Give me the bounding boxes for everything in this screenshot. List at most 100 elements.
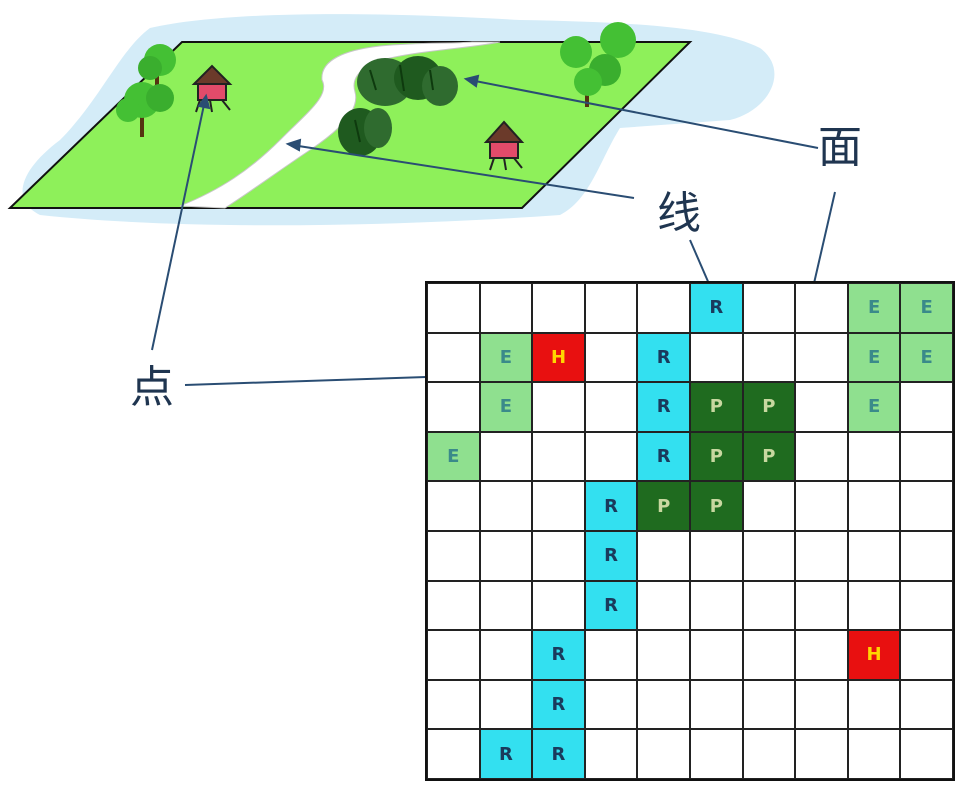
grid-cell-empty <box>689 679 743 730</box>
grid-cell-empty <box>479 431 533 482</box>
grid-cell-empty <box>742 580 796 631</box>
grid-cell-empty <box>847 481 901 531</box>
grid-cell-empty <box>847 729 901 779</box>
grid-cell-e: E <box>900 283 953 333</box>
grid-cell-e: E <box>479 332 533 383</box>
grid-cell-empty <box>847 431 901 482</box>
grid-cell-empty <box>427 630 480 680</box>
grid-cell-empty <box>584 630 638 680</box>
grid-cell-empty <box>584 729 638 779</box>
grid-cell-empty <box>900 630 953 680</box>
grid-cell-empty <box>427 729 480 779</box>
grid-cell-empty <box>900 431 953 482</box>
grid-cell-empty <box>742 481 796 531</box>
grid-cell-empty <box>742 630 796 680</box>
tree-group-left-icon <box>116 44 176 137</box>
grid-cell-empty <box>795 630 848 680</box>
grid-cell-empty <box>532 580 585 631</box>
grid-cell-empty <box>847 530 901 581</box>
grid-cell-empty <box>584 431 638 482</box>
grid-cell-empty <box>532 382 585 432</box>
grid-cell-empty <box>427 580 480 631</box>
grid-cell-empty <box>532 431 585 482</box>
leader-line-to-river <box>291 144 635 199</box>
grid-cell-empty <box>795 283 848 333</box>
grid-cell-empty <box>900 382 953 432</box>
forest-area-icon <box>338 56 458 156</box>
grid-cell-empty <box>795 382 848 432</box>
grid-cell-empty <box>742 332 796 383</box>
grid-cell-r: R <box>637 332 690 383</box>
grid-cell-empty <box>479 481 533 531</box>
grid-cell-empty <box>742 283 796 333</box>
grid-cell-r: R <box>584 580 638 631</box>
grid-cell-empty <box>795 679 848 730</box>
grid-cell-empty <box>427 530 480 581</box>
grid-cell-empty <box>479 283 533 333</box>
leader-area-to-forest <box>469 79 819 149</box>
grid-cell-empty <box>637 283 690 333</box>
grid-cell-empty <box>689 580 743 631</box>
grid-cell-empty <box>847 679 901 730</box>
grid-cell-empty <box>742 729 796 779</box>
grid-cell-empty <box>427 283 480 333</box>
grid-cell-e: E <box>479 382 533 432</box>
grid-cell-empty <box>479 630 533 680</box>
grid-cell-empty <box>637 729 690 779</box>
grid-cell-empty <box>637 630 690 680</box>
grid-cell-empty <box>532 530 585 581</box>
grid-cell-empty <box>795 530 848 581</box>
grid-cell-empty <box>584 283 638 333</box>
grid-cell-empty <box>427 382 480 432</box>
grid-cell-empty <box>795 729 848 779</box>
grid-cell-empty <box>900 580 953 631</box>
grid-cell-r: R <box>479 729 533 779</box>
grid-cell-empty <box>795 431 848 482</box>
grid-cell-empty <box>427 481 480 531</box>
grid-cell-e: E <box>847 332 901 383</box>
grid-cell-empty <box>742 679 796 730</box>
label-line: 线 <box>657 188 701 239</box>
grid-cell-empty <box>479 580 533 631</box>
grid-cell-r: R <box>637 382 690 432</box>
grid-cell-e: E <box>847 382 901 432</box>
grid-cell-empty <box>795 481 848 531</box>
tree-group-right-icon <box>560 22 636 107</box>
grid-cell-r: R <box>532 679 585 730</box>
grid-cell-r: R <box>584 481 638 531</box>
label-point: 点 <box>130 362 174 413</box>
grid-cell-empty <box>479 530 533 581</box>
grid-cell-empty <box>637 679 690 730</box>
grid-cell-h: H <box>847 630 901 680</box>
grid-cell-empty <box>900 679 953 730</box>
grid-cell-empty <box>689 530 743 581</box>
grid-cell-r: R <box>584 530 638 581</box>
grid-cell-p: P <box>742 382 796 432</box>
grid-cell-empty <box>584 382 638 432</box>
grid-cell-e: E <box>427 431 480 482</box>
grid-cell-empty <box>795 332 848 383</box>
grid-cell-empty <box>689 332 743 383</box>
grid-cell-empty <box>532 481 585 531</box>
grid-cell-empty <box>584 332 638 383</box>
grid-cell-p: P <box>689 481 743 531</box>
grid-cell-e: E <box>900 332 953 383</box>
grid-cell-p: P <box>689 431 743 482</box>
grid-cell-empty <box>532 283 585 333</box>
grid-cell-empty <box>584 679 638 730</box>
grid-cell-empty <box>742 530 796 581</box>
grid-cell-empty <box>900 729 953 779</box>
grid-cell-empty <box>795 580 848 631</box>
grid-cell-r: R <box>689 283 743 333</box>
grid-cell-empty <box>479 679 533 730</box>
grid-cell-p: P <box>689 382 743 432</box>
grid-cell-empty <box>847 580 901 631</box>
grid-cell-h: H <box>532 332 585 383</box>
grid-cell-r: R <box>532 630 585 680</box>
grid-cell-empty <box>427 332 480 383</box>
grid-cell-e: E <box>847 283 901 333</box>
grid-cell-r: R <box>532 729 585 779</box>
grid-cell-p: P <box>742 431 796 482</box>
